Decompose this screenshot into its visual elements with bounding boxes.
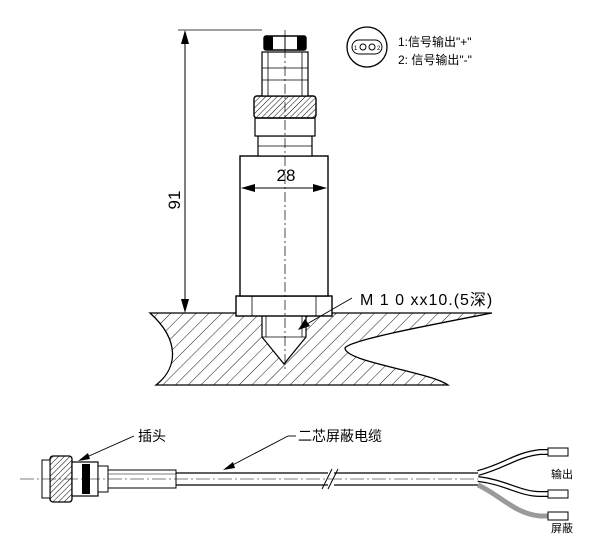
thread-callout: M 1 0 xx10.(5深)	[298, 291, 493, 330]
mounting-ground-section	[148, 312, 493, 386]
wire-output-label: 输出	[551, 467, 573, 481]
thread-callout-label: M 1 0 xx10.(5深)	[360, 291, 493, 309]
wire-shield-label: 屏蔽	[551, 522, 573, 535]
pin2-mark: 2	[377, 46, 381, 52]
height-dimension-label: 91	[165, 191, 184, 210]
cable-assembly: 插头 二芯屏蔽电缆 输出 屏蔽	[20, 428, 573, 535]
height-dimension: 91	[165, 29, 262, 314]
pin1-description: 1:信号输出"+"	[398, 34, 472, 49]
sensor-body	[235, 30, 333, 370]
plug-label: 插头	[138, 428, 166, 444]
width-dimension-label: 28	[277, 166, 296, 185]
width-dimension: 28	[241, 166, 327, 192]
pin1-mark: 1	[354, 46, 358, 52]
cable-label: 二芯屏蔽电缆	[298, 428, 382, 444]
pin2-description: 2: 信号输出"-"	[398, 52, 472, 67]
connector-pinout: 1 2 1:信号输出"+" 2: 信号输出"-"	[346, 26, 472, 68]
